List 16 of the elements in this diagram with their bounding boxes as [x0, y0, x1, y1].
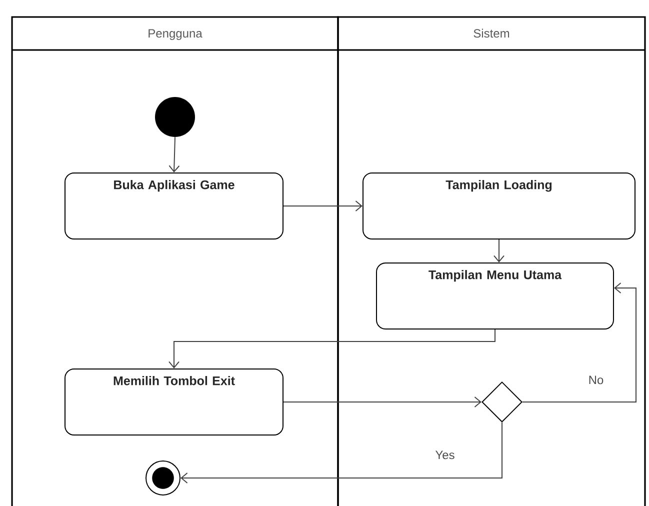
action-box: Tampilan Loading: [362, 172, 636, 240]
arrow: [494, 239, 504, 262]
action-box: Memilih Tombol Exit: [64, 368, 284, 436]
edge-label: Yes: [434, 450, 456, 460]
edge-label: No: [587, 374, 605, 386]
arrow: [283, 396, 482, 408]
arrow: [180, 422, 502, 484]
initial-node: [155, 97, 195, 137]
arrow: [168, 136, 180, 172]
arrow: [522, 282, 636, 402]
action-box: Buka Aplikasi Game: [64, 172, 284, 240]
final-node: [146, 460, 180, 496]
arrow: [283, 200, 362, 212]
action-box: Tampilan Menu Utama: [376, 262, 614, 330]
decision-diamond: [482, 382, 522, 422]
arrow: [168, 329, 496, 368]
